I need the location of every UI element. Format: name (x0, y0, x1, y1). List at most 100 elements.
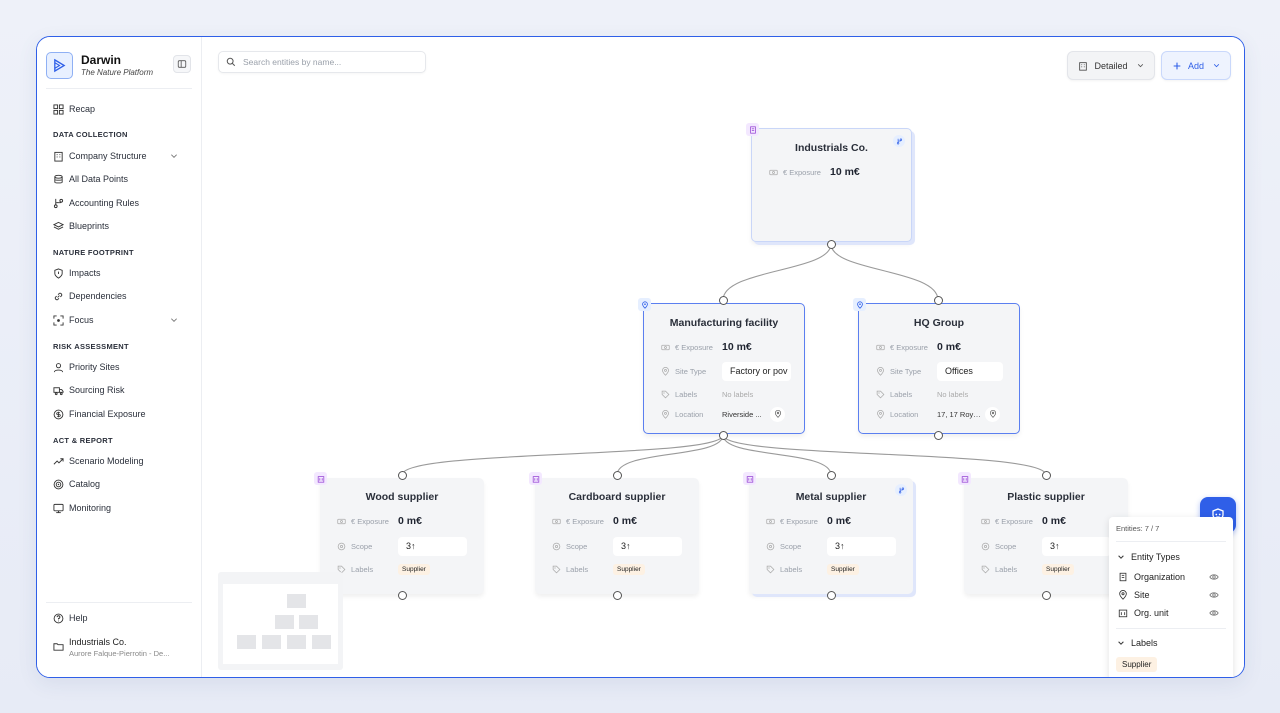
node-handle[interactable] (719, 431, 728, 440)
node-handle[interactable] (1042, 591, 1051, 600)
exposure-row: € Exposure 0 m€ (552, 512, 689, 530)
minimap-node (237, 635, 256, 649)
sidebar-item-all-data-points[interactable]: All Data Points (53, 171, 187, 187)
entity-node-cardboard-supplier[interactable]: Cardboard supplier € Exposure 0 m€ Scope… (529, 472, 699, 594)
entity-node-plastic-supplier[interactable]: Plastic supplier € Exposure 0 m€ Scope 3… (958, 472, 1128, 594)
sidebar-item-label: All Data Points (69, 174, 129, 184)
supplier-label-badge: Supplier (398, 563, 430, 575)
scope-select[interactable]: 3↑ (398, 536, 467, 556)
node-title: Cardboard supplier (568, 491, 666, 503)
node-handle[interactable] (827, 471, 836, 480)
section-title-risk-assessment: RISK ASSESSMENT (53, 342, 129, 351)
labels-toggle[interactable]: Labels (1117, 638, 1158, 648)
view-mode-dropdown[interactable]: Detailed (1067, 51, 1155, 80)
entity-node-metal-supplier[interactable]: Metal supplier € Exposure 0 m€ Scope 3↑ … (743, 472, 913, 594)
field-label: Site Type (890, 366, 922, 376)
entity-node-industrials-co[interactable]: Industrials Co. € Exposure 10 m€ (746, 123, 912, 242)
sidebar-item-impacts[interactable]: Impacts (53, 265, 187, 281)
map-pin-icon (774, 410, 781, 418)
legend-label-supplier[interactable]: Supplier (1116, 657, 1158, 672)
divider (1116, 541, 1226, 542)
view-mode-label: Detailed (1094, 60, 1128, 71)
sidebar-item-financial-exposure[interactable]: Financial Exposure (53, 406, 187, 422)
banknote-icon (769, 169, 778, 175)
sidebar-collapse-button[interactable] (173, 55, 191, 73)
scope-select[interactable]: 3↑ (613, 536, 682, 556)
sidebar-item-focus[interactable]: Focus (53, 312, 187, 328)
tag-icon (552, 565, 561, 573)
site-type-row: Site Type Offices (876, 361, 1009, 381)
field-label: € Exposure (890, 342, 928, 352)
entity-node-wood-supplier[interactable]: Wood supplier € Exposure 0 m€ Scope 3↑ L… (314, 472, 484, 594)
sidebar-item-label: Blueprints (69, 221, 110, 231)
field-label: Labels (566, 564, 589, 574)
node-handle[interactable] (1042, 471, 1051, 480)
node-handle[interactable] (398, 471, 407, 480)
node-handle[interactable] (613, 471, 622, 480)
location-pin-button[interactable] (985, 406, 1000, 422)
field-label: Scope (566, 541, 588, 551)
location-pin-button[interactable] (770, 406, 785, 422)
sidebar-item-accounting-rules[interactable]: Accounting Rules (53, 195, 187, 211)
entity-types-toggle[interactable]: Entity Types (1117, 552, 1180, 562)
add-button[interactable]: Add (1161, 51, 1231, 80)
chevron-down-icon (1137, 64, 1143, 68)
search-box[interactable] (218, 51, 426, 73)
legend-item-site: Site (1118, 589, 1225, 601)
site-type-select[interactable]: Offices (937, 361, 1003, 381)
help-circle-icon (53, 613, 64, 623)
scope-select[interactable]: 3↑ (1042, 536, 1111, 556)
node-handle[interactable] (827, 240, 836, 249)
sidebar-item-label: Impacts (69, 268, 101, 278)
brand[interactable]: Darwin The Nature Platform (46, 51, 191, 89)
search-input[interactable] (243, 57, 413, 67)
node-handle[interactable] (613, 591, 622, 600)
chevron-down-icon (1118, 555, 1124, 559)
exposure-value: 10 m€ (830, 166, 860, 178)
node-handle[interactable] (934, 296, 943, 305)
sidebar-item-label: Priority Sites (69, 362, 120, 372)
field-label: € Exposure (566, 516, 604, 526)
exposure-value: 0 m€ (613, 515, 637, 527)
legend-item-org-unit: Org. unit (1118, 607, 1225, 619)
minimap-viewport (223, 584, 338, 664)
eye-icon[interactable] (1209, 590, 1219, 600)
sidebar-item-dependencies[interactable]: Dependencies (53, 288, 187, 304)
graph-canvas[interactable]: Detailed Add Industrials Co. (203, 37, 1244, 677)
sidebar-item-blueprints[interactable]: Blueprints (53, 218, 187, 234)
node-handle[interactable] (398, 591, 407, 600)
entity-count: Entities: 7 / 7 (1116, 524, 1160, 533)
sidebar-item-recap[interactable]: Recap (53, 101, 187, 117)
sidebar-item-help[interactable]: Help (53, 610, 187, 626)
banknote-icon (661, 344, 670, 350)
site-type-select[interactable]: Factory or pov (722, 361, 791, 381)
folder-icon (53, 643, 64, 651)
sidebar-item-sourcing-risk[interactable]: Sourcing Risk (53, 382, 187, 398)
git-branch-icon (895, 484, 907, 496)
eye-icon[interactable] (1209, 608, 1219, 618)
site-pin-icon (853, 298, 866, 311)
sidebar-item-monitoring[interactable]: Monitoring (53, 500, 187, 516)
node-handle[interactable] (719, 296, 728, 305)
section-title-data-collection: DATA COLLECTION (53, 130, 128, 139)
eye-icon[interactable] (1209, 572, 1219, 582)
map-pin-icon (989, 410, 996, 418)
entity-node-manufacturing-facility[interactable]: Manufacturing facility € Exposure 10 m€ … (638, 298, 805, 434)
sidebar-item-company-structure[interactable]: Company Structure (53, 148, 187, 164)
field-label: € Exposure (783, 167, 821, 177)
sidebar-item-scenario-modeling[interactable]: Scenario Modeling (53, 453, 187, 469)
sidebar: Darwin The Nature Platform Recap DATA CO… (37, 37, 202, 677)
map-pin-icon (662, 409, 669, 419)
user-name: Aurore Falque-Pierrotin - De... (69, 649, 170, 658)
org-unit-icon (958, 472, 971, 485)
node-handle[interactable] (827, 591, 836, 600)
scope-row: Scope 3↑ (981, 536, 1118, 556)
minimap[interactable] (218, 572, 343, 670)
entity-node-hq-group[interactable]: HQ Group € Exposure 0 m€ Site Type Offic… (853, 298, 1020, 434)
sidebar-item-catalog[interactable]: Catalog (53, 476, 187, 492)
node-handle[interactable] (934, 431, 943, 440)
grid-icon (53, 103, 64, 115)
sidebar-item-priority-sites[interactable]: Priority Sites (53, 359, 187, 375)
scope-select[interactable]: 3↑ (827, 536, 896, 556)
banknote-icon (337, 518, 346, 524)
